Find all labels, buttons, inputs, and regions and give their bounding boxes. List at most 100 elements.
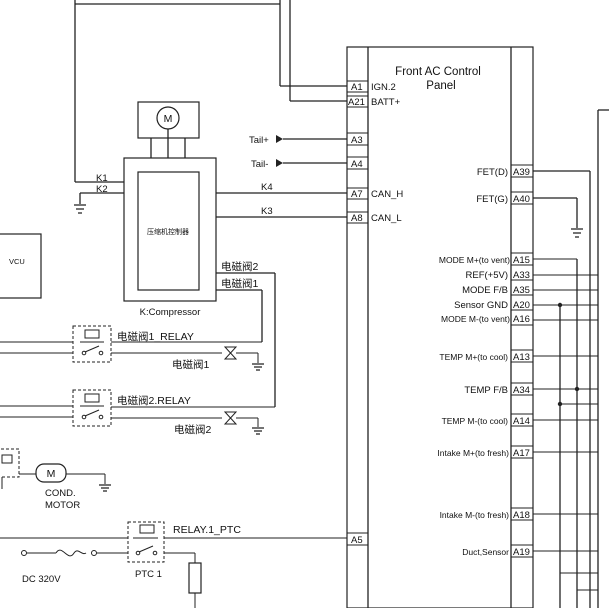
pin-a14-signal: TEMP M-(to cool)	[442, 416, 509, 426]
right-pin-a17: A17 Intake M+(to fresh)	[437, 445, 533, 459]
pin-a19-signal: Duct,Sensor	[462, 547, 509, 557]
panel-title-line2: Panel	[426, 80, 455, 92]
right-pin-a39: A39 FET(D)	[477, 164, 533, 178]
valve2-relay-box	[72, 389, 112, 427]
pin-a19-label: A19	[513, 547, 530, 558]
front-ac-control-panel	[346, 46, 534, 608]
right-pin-a16: A16 MODE M-(to vent)	[441, 314, 533, 326]
cond-motor-line2: MOTOR	[45, 500, 80, 511]
pin-a39-signal: FET(D)	[477, 167, 508, 178]
right-pin-a19: A19 Duct,Sensor	[462, 544, 533, 558]
valve1-relay-box	[72, 325, 112, 363]
junction-dot	[557, 401, 563, 407]
pin-a39-label: A39	[513, 167, 530, 178]
valve2-wire-label: 电磁阀2	[221, 260, 258, 273]
ground-icon	[252, 427, 264, 435]
right-pin-a15: A15 MODE M+(to vent)	[439, 252, 533, 266]
pin-a13-label: A13	[513, 352, 530, 363]
cond-relay-box	[0, 448, 20, 478]
left-pin-a4: A4	[347, 156, 368, 170]
right-pin-a35: A35 MODE F/B	[462, 285, 533, 296]
tail-minus-label: Tail-	[251, 159, 268, 170]
ptc-relay-box	[127, 521, 165, 563]
ground-icon	[74, 204, 86, 214]
right-pin-a14: A14 TEMP M-(to cool)	[442, 413, 533, 427]
ptc-supply-label: DC 320V	[22, 574, 61, 585]
left-pin-a7: A7 CAN_H	[347, 187, 403, 200]
pin-a14-label: A14	[513, 416, 530, 427]
right-pin-a34: A34 TEMP F/B	[464, 382, 533, 396]
pin-a17-signal: Intake M+(to fresh)	[437, 448, 509, 458]
pin-a20-label: A20	[513, 300, 530, 311]
right-pin-a40: A40 FET(G)	[476, 191, 533, 205]
pin-a7-label: A7	[351, 189, 363, 200]
cond-motor-line1: COND.	[45, 488, 76, 499]
k2-label: K2	[96, 184, 108, 195]
ptc-heater-icon	[188, 562, 202, 594]
k4-label: K4	[261, 182, 273, 193]
relay-coil-icon	[84, 393, 100, 403]
valve1-symbol-icon	[223, 346, 238, 360]
pin-a16-signal: MODE M-(to vent)	[441, 314, 510, 324]
pin-a8-label: A8	[351, 213, 363, 224]
vcu-label: VCU	[9, 257, 25, 266]
valve2-label: 电磁阀2	[174, 423, 211, 436]
pin-a18-signal: Intake M-(to fresh)	[440, 510, 510, 520]
pin-a15-signal: MODE M+(to vent)	[439, 255, 510, 265]
left-pin-a1: A1 IGN.2	[347, 80, 396, 93]
tail-minus-arrow-icon	[276, 159, 283, 167]
pin-a1-label: A1	[351, 82, 363, 93]
pin-a17-label: A17	[513, 448, 530, 459]
compressor-controller-label: 压缩机控制器	[147, 227, 189, 236]
vcu-box	[0, 233, 42, 299]
pin-a21-signal: BATT+	[371, 97, 401, 108]
pin-a20-signal: Sensor GND	[454, 300, 508, 311]
left-pin-a21: A21 BATT+	[347, 95, 401, 108]
compressor-name: K:Compressor	[140, 307, 201, 318]
junction-dot	[557, 302, 563, 308]
relay-coil-icon	[1, 454, 13, 464]
k1-label: K1	[96, 173, 108, 184]
pin-a4-label: A4	[351, 159, 363, 170]
right-pin-a18: A18 Intake M-(to fresh)	[440, 507, 533, 521]
pin-a13-signal: TEMP M+(to cool)	[439, 352, 508, 362]
pin-a16-label: A16	[513, 314, 530, 325]
right-pin-a20: A20 Sensor GND	[454, 300, 533, 311]
pin-a33-label: A33	[513, 270, 530, 281]
valve2-symbol-icon	[223, 411, 238, 425]
ground-icon	[252, 363, 264, 371]
cond-motor-icon	[35, 463, 67, 483]
left-pin-a3: A3	[347, 132, 368, 146]
relay-coil-icon	[84, 329, 100, 339]
left-pin-a5: A5	[347, 532, 368, 546]
ground-icon	[99, 484, 111, 492]
tail-plus-label: Tail+	[249, 135, 269, 146]
pin-a35-signal: MODE F/B	[462, 285, 508, 296]
terminal-icon	[21, 550, 27, 556]
compressor-motor-symbol: M	[164, 113, 173, 125]
panel-title-line1: Front AC Control	[395, 66, 481, 78]
compressor-controller	[137, 171, 200, 291]
ptc-name: PTC 1	[135, 569, 162, 580]
left-pin-a8: A8 CAN_L	[347, 211, 402, 224]
relay-coil-icon	[139, 524, 155, 534]
pin-a34-signal: TEMP F/B	[464, 385, 508, 396]
relay-contact-icon	[135, 550, 141, 556]
right-pin-a33: A33 REF(+5V)	[466, 270, 533, 281]
relay-contact-icon	[81, 414, 87, 420]
k3-label: K3	[261, 206, 273, 217]
right-pin-a13: A13 TEMP M+(to cool)	[439, 349, 533, 363]
pin-a35-label: A35	[513, 285, 530, 296]
relay-contact-icon	[81, 350, 87, 356]
fuse-icon	[55, 549, 87, 557]
valve2-relay-label: 电磁阀2.RELAY	[117, 394, 191, 407]
pin-a3-label: A3	[351, 135, 363, 146]
pin-a40-label: A40	[513, 194, 530, 205]
pin-a33-signal: REF(+5V)	[466, 270, 509, 281]
valve1-label: 电磁阀1	[172, 358, 209, 371]
pin-a40-signal: FET(G)	[476, 194, 508, 205]
pin-a15-label: A15	[513, 255, 530, 266]
pin-a34-label: A34	[513, 385, 530, 396]
valve1-wire-label: 电磁阀1	[221, 277, 258, 290]
